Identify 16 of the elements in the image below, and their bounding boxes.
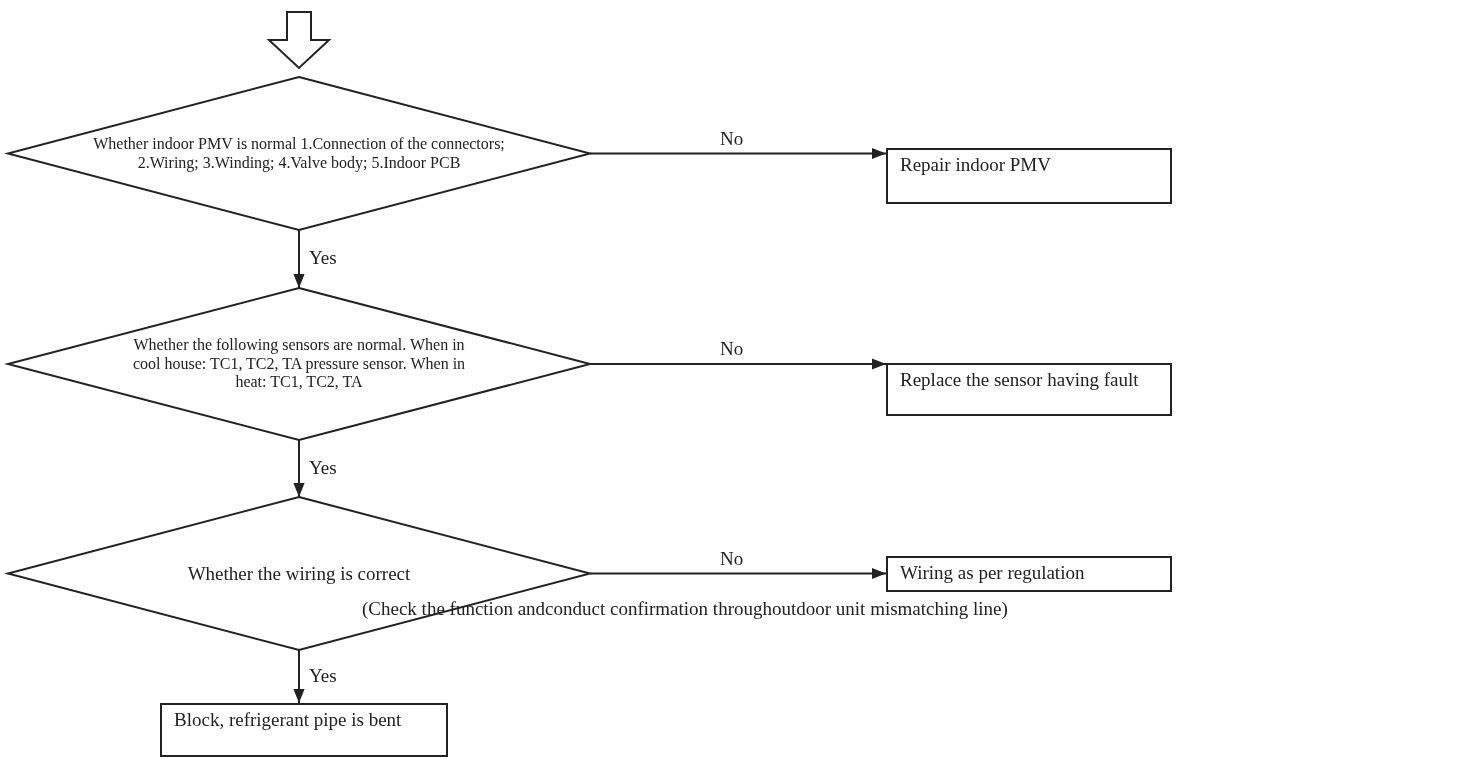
arrow xyxy=(293,649,305,704)
node-text: Replace the sensor having fault xyxy=(900,369,1139,391)
hollow-arrow xyxy=(266,11,332,70)
arrow xyxy=(589,358,887,370)
node-text: Block, refrigerant pipe is bent xyxy=(174,709,402,731)
process-box xyxy=(886,363,1172,416)
process-box xyxy=(886,556,1172,592)
arrow xyxy=(589,567,887,580)
node-text: Whether the following sensors are normal. When in cool house: TC1, TC2, TA pressure sensor. When in heat: TC1, TC2, TA xyxy=(131,336,467,392)
node-text: Repair indoor PMV xyxy=(900,154,1051,176)
arrow xyxy=(589,147,887,160)
process-box xyxy=(886,148,1172,204)
node-text: Wiring as per regulation xyxy=(900,562,1085,584)
process-box xyxy=(160,703,448,757)
arrow xyxy=(293,439,305,498)
arrow xyxy=(293,229,305,289)
